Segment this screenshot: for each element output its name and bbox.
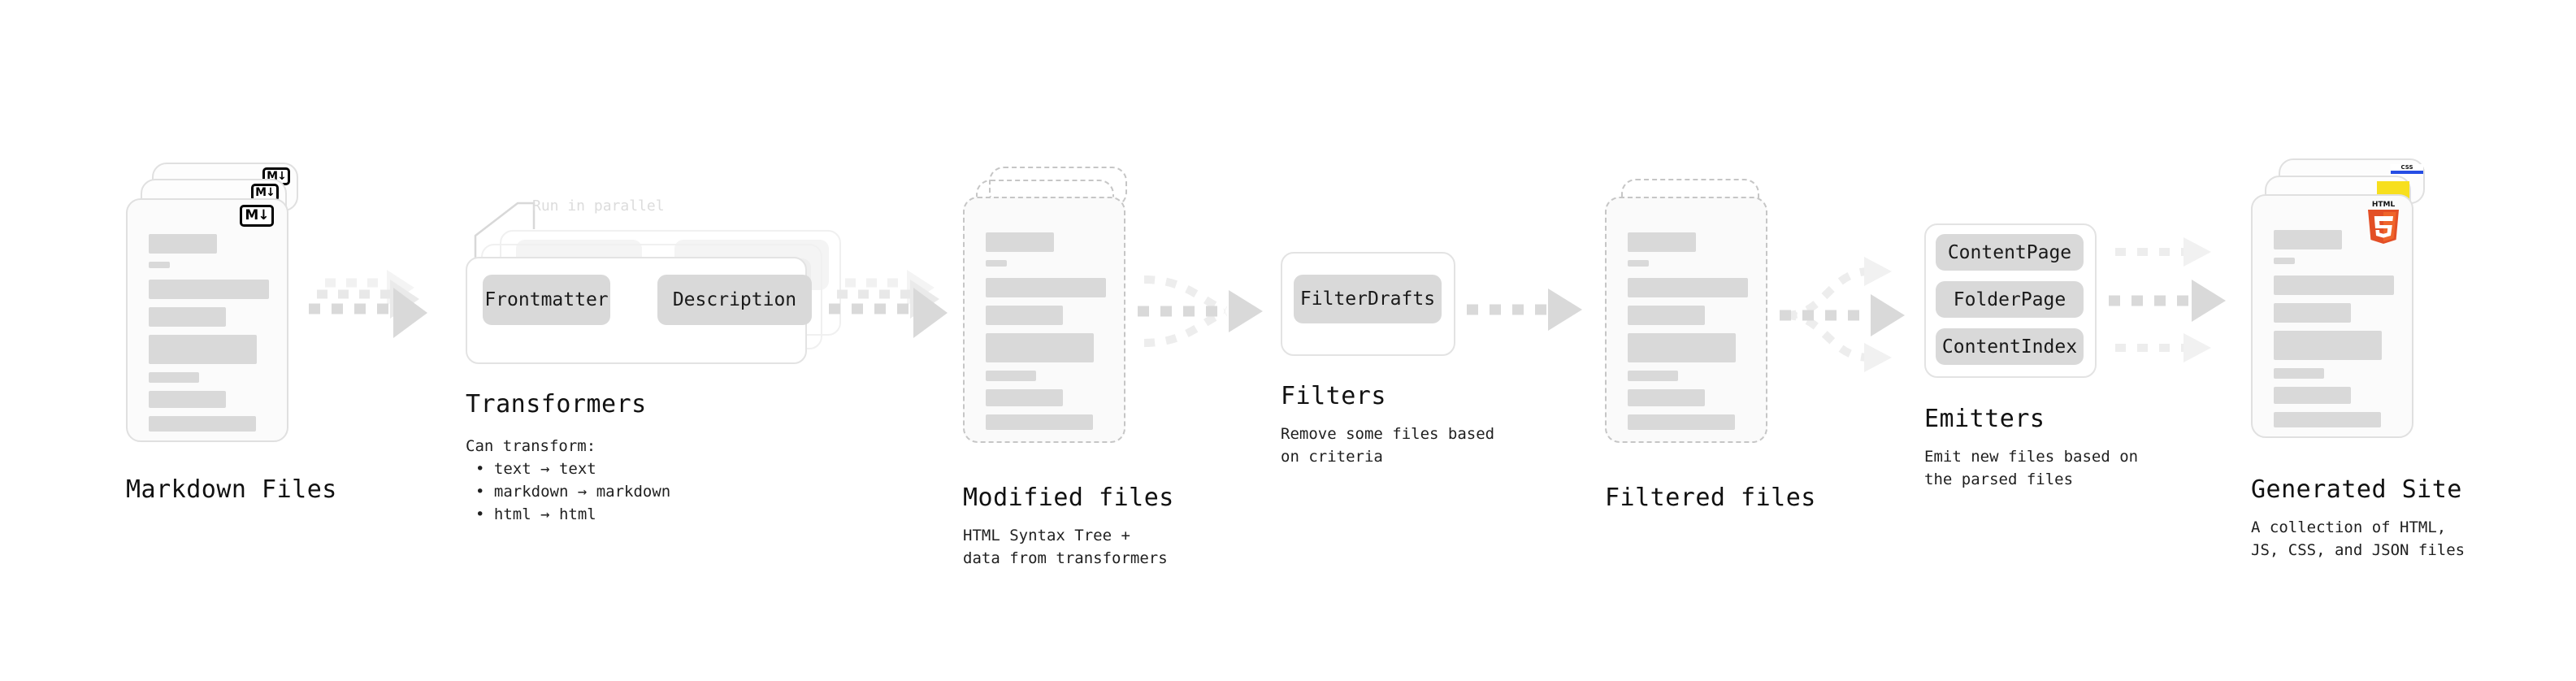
content-bar [986,306,1063,325]
content-bar [986,389,1063,406]
emitter-node-contentpage[interactable]: ContentPage [1936,234,2084,271]
content-bar [2274,258,2295,264]
css-badge: CSS [2391,164,2423,176]
generated-site-desc: A collection of HTML, JS, CSS, and JSON … [2251,518,2465,559]
markdown-card-front [126,198,288,442]
content-bar [2274,230,2342,249]
content-bar [1628,414,1735,430]
filtered-card-front [1605,197,1767,443]
content-bar [1628,232,1696,252]
filtered-card-bars [1628,232,1748,438]
modified-card-front [963,197,1125,443]
stage-title-filtered-files: Filtered files [1605,484,1816,512]
filter-node-filterdrafts[interactable]: FilterDrafts [1294,275,1442,323]
content-bar [1628,371,1678,381]
content-bar [1628,260,1649,267]
arrow-markdown-to-transformers [309,270,427,338]
arrow-emitters-to-site [2109,237,2226,362]
content-bar [2274,331,2382,360]
arrow-modified-to-filters [1138,275,1263,347]
generated-card-bars [2274,230,2394,436]
transformers-desc: Can transform: [466,437,596,455]
content-bar [149,280,269,299]
arrow-filters-to-filtered [1467,288,1582,331]
stage-title-markdown-files: Markdown Files [126,475,337,504]
markdown-badge-front: M↓ [240,205,274,227]
stage-title-filters: Filters [1281,382,1386,410]
transformer-node-description[interactable]: Description [657,275,812,325]
content-bar [2274,368,2324,379]
modified-card-bars [986,232,1106,438]
content-bar [2274,412,2381,427]
emitter-node-folderpage[interactable]: FolderPage [1936,281,2084,318]
content-bar [986,278,1106,297]
stage-title-transformers: Transformers [466,390,647,419]
run-in-parallel-bracket [474,202,536,258]
emitter-node-contentindex[interactable]: ContentIndex [1936,328,2084,365]
transformers-list-item: • html → html [475,505,596,523]
css-badge-label: CSS [2400,164,2413,171]
markdown-card-bars [149,234,269,440]
html5-badge: HTML [2368,201,2399,244]
content-bar [2274,303,2351,323]
content-bar [149,416,256,432]
content-bar [986,333,1094,362]
filters-desc: Remove some files based on criteria [1281,425,1495,466]
svg-text:HTML: HTML [2372,201,2396,209]
emitters-desc: Emit new files based on the parsed files [1924,448,2139,488]
content-bar [2274,387,2351,404]
transformers-list: • text → text • markdown → markdown • ht… [475,458,670,526]
css-badge-underline [2391,171,2423,174]
markdown-badge-back-1: M↓ [251,184,279,202]
run-in-parallel-label: Run in parallel [532,197,665,215]
stage-title-emitters: Emitters [1924,405,2045,433]
stage-title-generated-site: Generated Site [2251,475,2462,504]
modified-files-desc: HTML Syntax Tree + data from transformer… [963,527,1168,567]
content-bar [986,371,1036,381]
arrow-filtered-to-emitters [1780,257,1905,372]
content-bar [1628,306,1705,325]
content-bar [2274,275,2394,295]
content-bar [149,262,170,268]
arrow-transformers-to-modified [829,270,948,338]
transformers-list-item: • text → text [475,460,596,478]
content-bar [149,372,199,383]
content-bar [149,391,226,408]
content-bar [1628,333,1736,362]
stage-title-modified-files: Modified files [963,484,1174,512]
transformer-node-frontmatter[interactable]: Frontmatter [483,275,610,325]
transformers-list-item: • markdown → markdown [475,483,671,501]
content-bar [149,335,257,364]
generated-site-stack: CSS HTML [2251,158,2425,438]
content-bar [149,307,226,327]
content-bar [1628,389,1705,406]
content-bar [1628,278,1748,297]
content-bar [149,234,217,254]
content-bar [986,232,1054,252]
content-bar [986,260,1007,267]
content-bar [986,414,1093,430]
